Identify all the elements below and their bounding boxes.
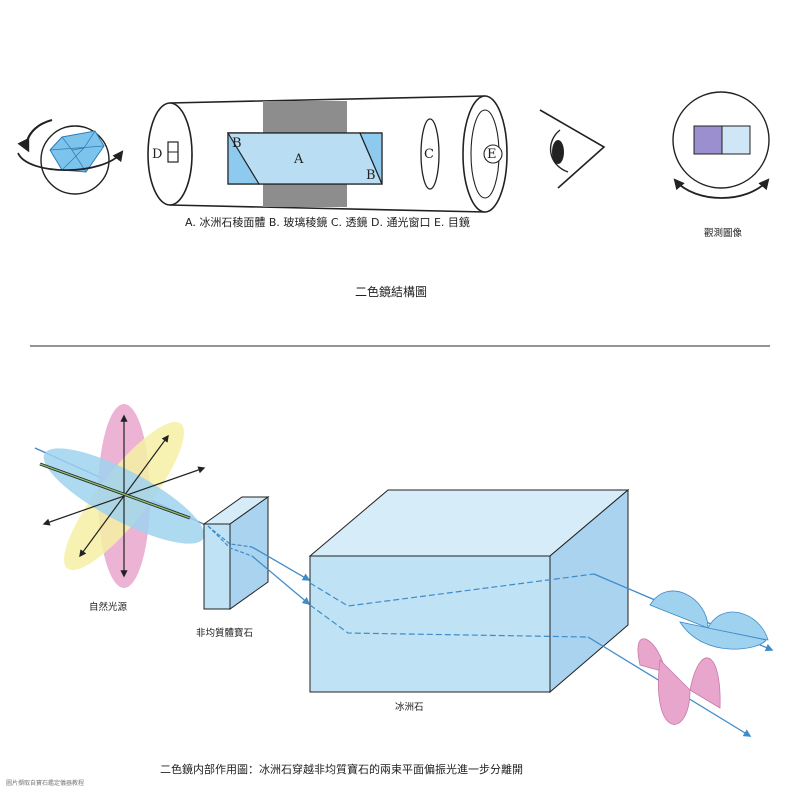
image-credit: 圖片擷取自寶石鑑定儀器教程 — [6, 779, 84, 787]
blue-wave — [649, 590, 769, 650]
rotate-arrow-icon — [17, 118, 53, 153]
lens-c — [420, 118, 440, 190]
calcite-label: 冰洲石 — [395, 701, 424, 713]
structure-title: 二色鏡結構圖 — [355, 284, 427, 299]
label-b2: B — [366, 168, 376, 183]
working-diagram: 自然光源 非均質體寶石 冰洲石 — [34, 404, 774, 776]
dichroscope-tube: D B A B C E — [147, 95, 508, 213]
label-d: D — [152, 147, 162, 162]
eye-icon — [539, 109, 606, 189]
rotate-arrow-icon — [17, 150, 124, 172]
image-right-square — [721, 125, 751, 155]
rotating-gem — [17, 118, 124, 195]
label-b1: B — [232, 136, 242, 151]
label-a: A — [293, 152, 304, 167]
glass-prism-b — [359, 132, 383, 185]
observed-image: 觀測圖像 — [672, 91, 770, 239]
image-left-square — [693, 125, 723, 155]
rotate-arrow-icon — [673, 178, 770, 199]
label-c: C — [424, 147, 434, 162]
pink-wave — [637, 638, 721, 725]
parts-legend: A. 冰洲石稜面體 B. 玻璃稜鏡 C. 透鏡 D. 通光窗口 E. 目鏡 — [185, 215, 470, 229]
natural-light-source — [39, 404, 206, 588]
working-caption: 二色鏡内部作用圖：冰洲石穿越非均質寶石的兩束平面偏振光進一步分離開 — [160, 762, 523, 776]
label-e: E — [487, 147, 497, 162]
structure-diagram: D B A B C E — [17, 91, 770, 299]
anisotropic-gem — [202, 496, 270, 610]
gem-label: 非均質體寶石 — [196, 627, 253, 639]
calcite-block — [308, 488, 630, 694]
observed-label: 觀測圖像 — [704, 227, 743, 239]
source-label: 自然光源 — [89, 601, 128, 613]
